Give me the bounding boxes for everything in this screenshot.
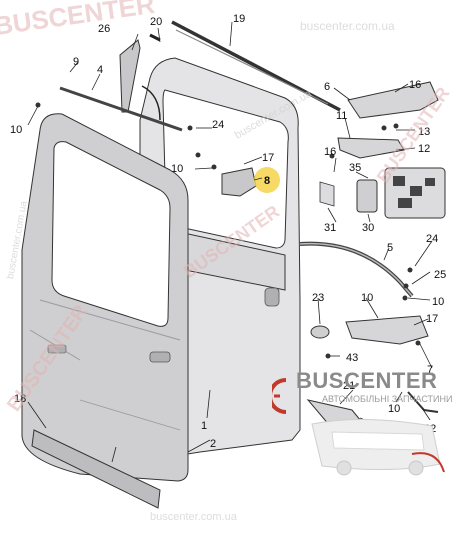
callout-labels: 20 19 26 9 4 10 6 16 11 13 12 24 17 10 8…: [10, 13, 446, 451]
rail-32: [407, 391, 439, 413]
bracket-11: [337, 137, 405, 159]
callout-10c: 10: [432, 296, 444, 308]
latch-30: [356, 179, 378, 213]
logo-graphic: [272, 378, 445, 476]
callout-10d: 10: [361, 292, 373, 304]
logo-subtitle: АВТОМОБІЛЬНІ ЗАПЧАСТИНИ: [322, 394, 453, 404]
callout-31: 31: [324, 222, 336, 234]
door-outer-panel: [21, 113, 280, 482]
callout-8: 8: [264, 175, 270, 187]
callout-24a: 24: [212, 119, 224, 131]
callout-11: 11: [336, 110, 347, 122]
upper-arm-6: [347, 81, 439, 119]
watermark-tl: BUSCENTER: [0, 0, 157, 41]
lock-8: [221, 167, 257, 197]
bracket-31: [319, 181, 335, 207]
lower-arm-7: [345, 315, 429, 345]
highlight-marker-8: [254, 167, 280, 193]
callout-35: 35: [349, 162, 361, 174]
callout-21: 21: [343, 380, 355, 392]
callout-18: 18: [14, 393, 26, 405]
logo-title: BUSCENTER: [296, 368, 438, 393]
callout-26: 26: [98, 23, 110, 35]
callout-19: 19: [233, 13, 245, 25]
lock-module-35: [384, 167, 446, 219]
inner-handle-recess: [264, 287, 280, 307]
callout-17b: 17: [426, 313, 438, 325]
callout-10e: 10: [388, 403, 400, 415]
callout-12: 12: [418, 143, 430, 155]
callout-9: 9: [73, 56, 79, 68]
buscenter-logo: BUSCENTER АВТОМОБІЛЬНІ ЗАПЧАСТИНИ: [272, 354, 462, 504]
upper-seal-4: [59, 86, 183, 132]
callout-7: 7: [427, 364, 433, 376]
callout-25: 25: [434, 269, 446, 281]
outer-handle-recess: [149, 351, 171, 363]
callout-2: 2: [210, 438, 216, 450]
callout-30: 30: [362, 222, 374, 234]
callout-10a: 10: [10, 124, 22, 136]
window-channel-strips: [141, 20, 341, 121]
leader-lines: [27, 21, 433, 463]
callout-4: 4: [97, 64, 103, 76]
callout-10b: 10: [171, 163, 183, 175]
watermark-url-tr: buscenter.com.ua: [300, 19, 395, 33]
callout-24b: 24: [426, 233, 438, 245]
fasteners: [35, 102, 421, 359]
callout-43: 43: [346, 352, 358, 364]
callout-23: 23: [312, 292, 324, 304]
callout-20: 20: [150, 16, 162, 28]
callout-16a: 16: [409, 79, 421, 91]
callout-6: 6: [324, 81, 330, 93]
callout-1: 1: [201, 420, 207, 432]
callout-5: 5: [387, 242, 393, 254]
callout-13: 13: [418, 126, 430, 138]
lower-trim-18: [31, 429, 161, 509]
cap-23: [310, 325, 330, 339]
callout-16b: 16: [324, 146, 336, 158]
watermark-url-bottom: buscenter.com.ua: [150, 511, 238, 523]
trim-strip-26: [119, 39, 141, 113]
callout-17a: 17: [262, 152, 274, 164]
